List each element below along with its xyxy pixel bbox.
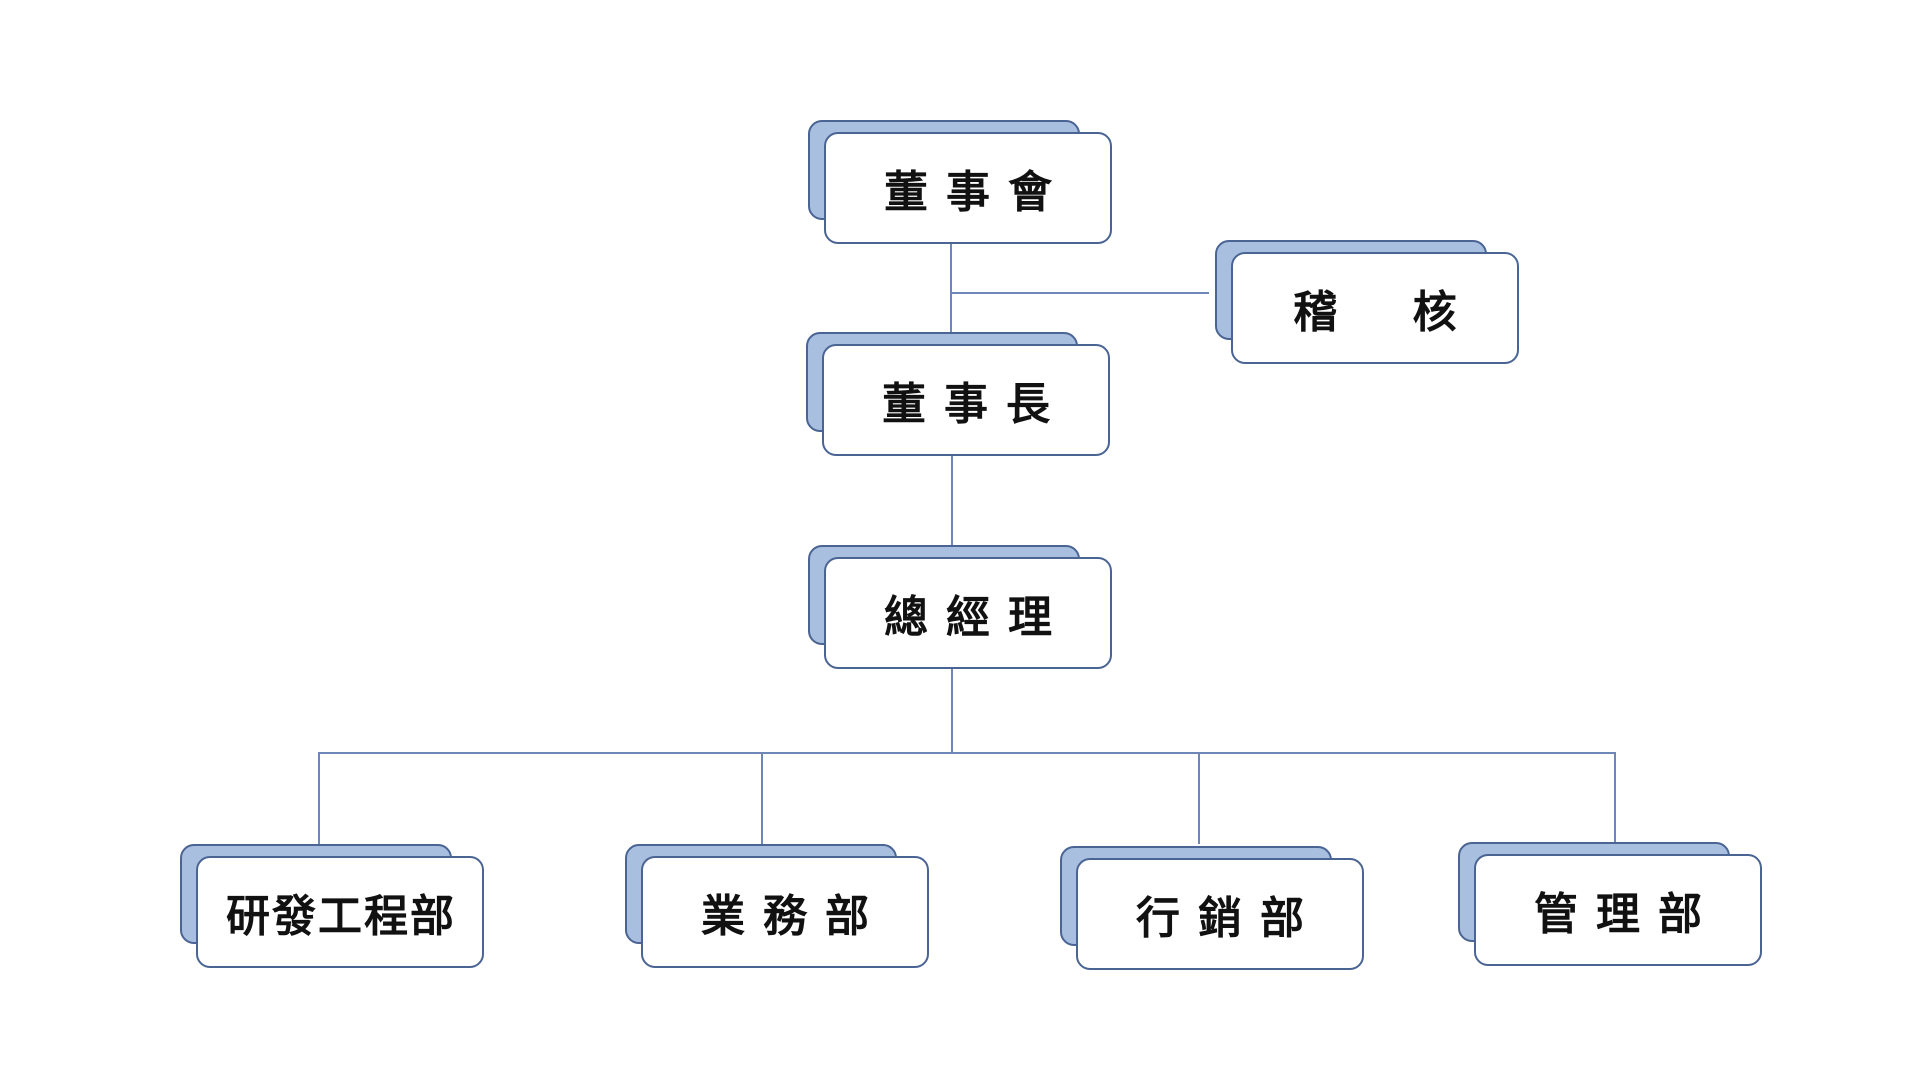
node-rd-engineering-label: 研發工程部 [226, 891, 456, 942]
node-board-label: 董事會 [884, 167, 1070, 218]
node-rd-engineering-box: 研發工程部 [196, 856, 484, 968]
node-general-manager: 總經理 [808, 545, 1112, 669]
node-marketing-box: 行銷部 [1076, 858, 1364, 970]
connector-chairman-to-gm [951, 455, 953, 545]
connector-gm-to-bus [951, 667, 953, 753]
node-rd-engineering: 研發工程部 [180, 844, 484, 968]
connector-board-to-chairman [950, 244, 952, 332]
connector-bus-to-rd [318, 752, 320, 844]
node-management-label: 管理部 [1534, 889, 1720, 940]
connector-bus-to-management [1614, 752, 1616, 842]
node-audit-box: 稽 核 [1231, 252, 1519, 364]
node-chairman-box: 董事長 [822, 344, 1110, 456]
connector-bus-to-sales [761, 752, 763, 844]
connector-department-bus [318, 752, 1616, 754]
node-sales-box: 業務部 [641, 856, 929, 968]
node-management-box: 管理部 [1474, 854, 1762, 966]
connector-bus-to-marketing [1198, 752, 1200, 844]
node-board-box: 董事會 [824, 132, 1112, 244]
node-audit-label: 稽 核 [1293, 287, 1487, 338]
node-audit: 稽 核 [1215, 240, 1519, 364]
node-general-manager-label: 總經理 [884, 592, 1070, 643]
node-management: 管理部 [1458, 842, 1762, 966]
node-chairman: 董事長 [806, 332, 1110, 456]
node-general-manager-box: 總經理 [824, 557, 1112, 669]
node-sales: 業務部 [625, 844, 929, 968]
connector-audit-branch [951, 292, 1209, 294]
node-marketing: 行銷部 [1060, 846, 1364, 970]
node-chairman-label: 董事長 [882, 379, 1068, 430]
node-marketing-label: 行銷部 [1136, 893, 1322, 944]
node-board: 董事會 [808, 120, 1112, 244]
node-sales-label: 業務部 [701, 891, 887, 942]
